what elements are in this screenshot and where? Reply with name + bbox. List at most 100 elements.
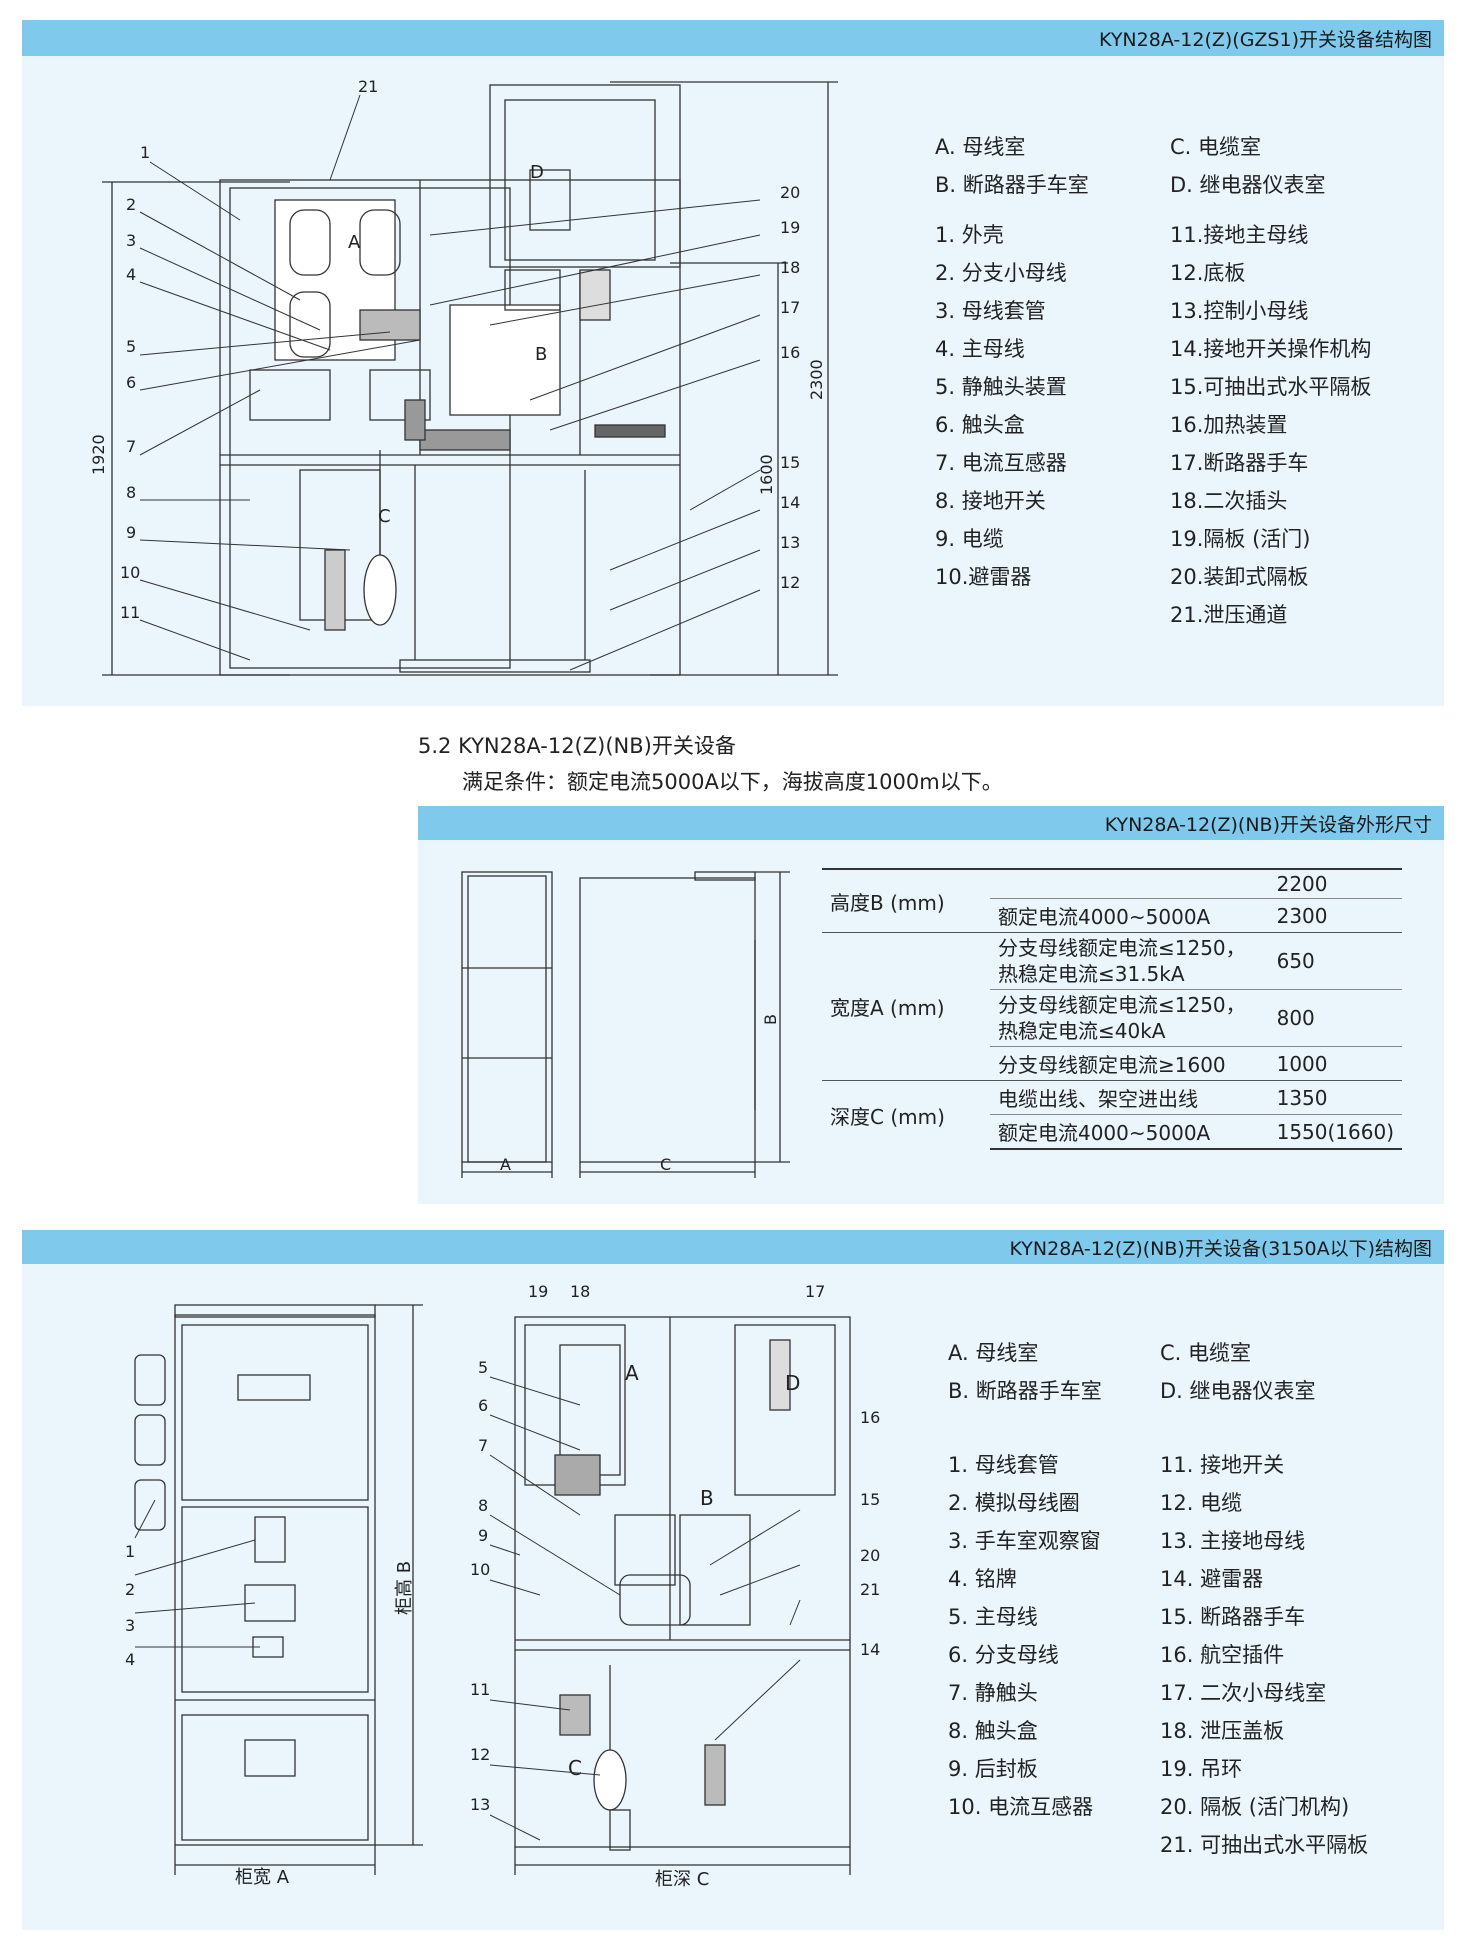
front-height-label: 柜高 B: [394, 1561, 415, 1615]
section3-front-view-diagram: 柜宽 A 柜高 B 1 2 3 4: [125, 1304, 423, 1888]
s1-part-13: 13.控制小母线: [1170, 299, 1309, 323]
s1-part-2: 2. 分支小母线: [935, 261, 1067, 285]
section2-banner-title: KYN28A-12(Z)(NB)开关设备外形尺寸: [1104, 813, 1432, 836]
s3-callout-20: 20: [860, 1546, 880, 1565]
section2-banner: KYN28A-12(Z)(NB)开关设备外形尺寸: [418, 806, 1444, 840]
s3-callout-15: 15: [860, 1490, 880, 1509]
s3-part-4: 4. 铭牌: [948, 1567, 1017, 1591]
s1-comp-C: C. 电缆室: [1170, 135, 1262, 159]
s1-callout-9: 9: [126, 523, 136, 542]
s3-part-3: 3. 手车室观察窗: [948, 1529, 1101, 1553]
letter-A: A: [348, 232, 361, 253]
s3-callout-7: 7: [478, 1436, 488, 1455]
s3-part-17: 17. 二次小母线室: [1160, 1681, 1327, 1705]
dim-2300: 2300: [807, 359, 826, 400]
s3-part-19: 19. 吊环: [1160, 1757, 1243, 1781]
s3-callout-18: 18: [570, 1282, 590, 1301]
height-row-2-cond: 额定电流4000~5000A: [989, 898, 1269, 933]
s1-part-20: 20.装卸式隔板: [1170, 565, 1309, 589]
s1-callout-6: 6: [126, 373, 136, 392]
section1-cabinet-diagram: 1920 2300 1600 A B C D 21: [90, 77, 838, 676]
width-row-3-val: 1000: [1268, 1046, 1402, 1081]
side-depth-label: 柜深 C: [655, 1869, 709, 1890]
s3-letter-B: B: [700, 1486, 714, 1510]
s3-part-9: 9. 后封板: [948, 1757, 1038, 1781]
section3-banner-title: KYN28A-12(Z)(NB)开关设备(3150A以下)结构图: [1009, 1237, 1432, 1260]
letter-D: D: [530, 162, 544, 183]
s3-comp-C: C. 电缆室: [1160, 1341, 1252, 1365]
height-label: 高度B (mm): [822, 868, 990, 933]
dim-1600: 1600: [757, 454, 776, 495]
s1-part-1: 1. 外壳: [935, 223, 1004, 247]
s3-part-15: 15. 断路器手车: [1160, 1605, 1306, 1629]
s3-letter-A: A: [625, 1361, 639, 1385]
dim-letter-A: A: [500, 1155, 511, 1174]
s1-callout-7: 7: [126, 437, 136, 456]
s3-part-1: 1. 母线套管: [948, 1453, 1059, 1477]
height-row-2-val: 2300: [1268, 898, 1402, 933]
section3-banner: KYN28A-12(Z)(NB)开关设备(3150A以下)结构图: [22, 1230, 1444, 1264]
s1-part-9: 9. 电缆: [935, 527, 1004, 551]
s1-callout-4: 4: [126, 265, 136, 284]
s3-callout-14: 14: [860, 1640, 880, 1659]
width-row-1-val: 650: [1268, 932, 1402, 990]
s1-callout-13: 13: [780, 533, 800, 552]
s1-part-10: 10.避雷器: [935, 565, 1032, 589]
s3-callout-8: 8: [478, 1496, 488, 1515]
s3-part-5: 5. 主母线: [948, 1605, 1038, 1629]
s3-part-6: 6. 分支母线: [948, 1643, 1059, 1667]
s1-part-15: 15.可抽出式水平隔板: [1170, 375, 1372, 399]
s1-callout-19: 19: [780, 218, 800, 237]
section3-side-view-diagram: 柜深 C A B C D 19 18 17 5 6 7 8 9 10 11 12…: [470, 1282, 880, 1890]
structure-panel-1: [22, 20, 1444, 706]
height-row-1-val: 2200: [1268, 868, 1402, 899]
outline-dimension-diagram: A C B: [461, 871, 790, 1178]
s1-part-18: 18.二次插头: [1170, 489, 1288, 513]
s3-part-18: 18. 泄压盖板: [1160, 1719, 1285, 1743]
s3-callout-5: 5: [478, 1358, 488, 1377]
s3-part-20: 20. 隔板 (活门机构): [1160, 1795, 1350, 1819]
s1-comp-D: D. 继电器仪表室: [1170, 173, 1326, 197]
s1-callout-2: 2: [126, 195, 136, 214]
s3-letter-D: D: [785, 1371, 800, 1395]
s3-part-14: 14. 避雷器: [1160, 1567, 1264, 1591]
s3-callout-19: 19: [528, 1282, 548, 1301]
s3-part-10: 10. 电流互感器: [948, 1795, 1094, 1819]
s1-part-14: 14.接地开关操作机构: [1170, 337, 1372, 361]
s1-comp-B: B. 断路器手车室: [935, 173, 1089, 197]
s3-front-callout-4: 4: [125, 1650, 135, 1669]
s1-callout-11: 11: [120, 603, 140, 622]
section1-banner: KYN28A-12(Z)(GZS1)开关设备结构图: [22, 20, 1444, 56]
depth-row-1-cond: 电缆出线、架空进出线: [989, 1080, 1269, 1115]
section3-parts-legend: 1. 母线套管 2. 模拟母线圈 3. 手车室观察窗 4. 铭牌 5. 主母线 …: [948, 1446, 1438, 1866]
dim-letter-C: C: [660, 1155, 671, 1174]
s1-part-3: 3. 母线套管: [935, 299, 1046, 323]
s3-comp-D: D. 继电器仪表室: [1160, 1379, 1316, 1403]
s3-part-13: 13. 主接地母线: [1160, 1529, 1306, 1553]
s1-callout-21: 21: [358, 77, 378, 96]
s1-part-8: 8. 接地开关: [935, 489, 1046, 513]
section2-heading: 5.2 KYN28A-12(Z)(NB)开关设备: [418, 734, 736, 758]
width-row-3-cond: 分支母线额定电流≥1600: [989, 1046, 1269, 1081]
height-row-1-cond: [989, 868, 1269, 899]
depth-row-1-val: 1350: [1268, 1080, 1402, 1115]
s1-callout-18: 18: [780, 258, 800, 277]
section2-condition: 满足条件：额定电流5000A以下，海拔高度1000m以下。: [462, 770, 1003, 794]
s1-callout-17: 17: [780, 298, 800, 317]
s3-callout-16: 16: [860, 1408, 880, 1427]
s1-part-19: 19.隔板 (活门): [1170, 527, 1311, 551]
s3-callout-13: 13: [470, 1795, 490, 1814]
s3-front-callout-3: 3: [125, 1616, 135, 1635]
section1-parts-legend: 1. 外壳 2. 分支小母线 3. 母线套管 4. 主母线 5. 静触头装置 6…: [935, 216, 1435, 636]
width-row-2-cond: 分支母线额定电流≤1250， 热稳定电流≤40kA: [989, 989, 1269, 1047]
width-label: 宽度A (mm): [822, 932, 990, 1081]
letter-B: B: [535, 344, 547, 365]
depth-row-2-cond: 额定电流4000~5000A: [989, 1114, 1269, 1150]
s3-part-8: 8. 触头盒: [948, 1719, 1038, 1743]
s1-callout-15: 15: [780, 453, 800, 472]
s3-callout-17: 17: [805, 1282, 825, 1301]
s3-part-2: 2. 模拟母线圈: [948, 1491, 1080, 1515]
letter-C: C: [378, 506, 391, 527]
s3-part-16: 16. 航空插件: [1160, 1643, 1285, 1667]
s3-callout-9: 9: [478, 1526, 488, 1545]
